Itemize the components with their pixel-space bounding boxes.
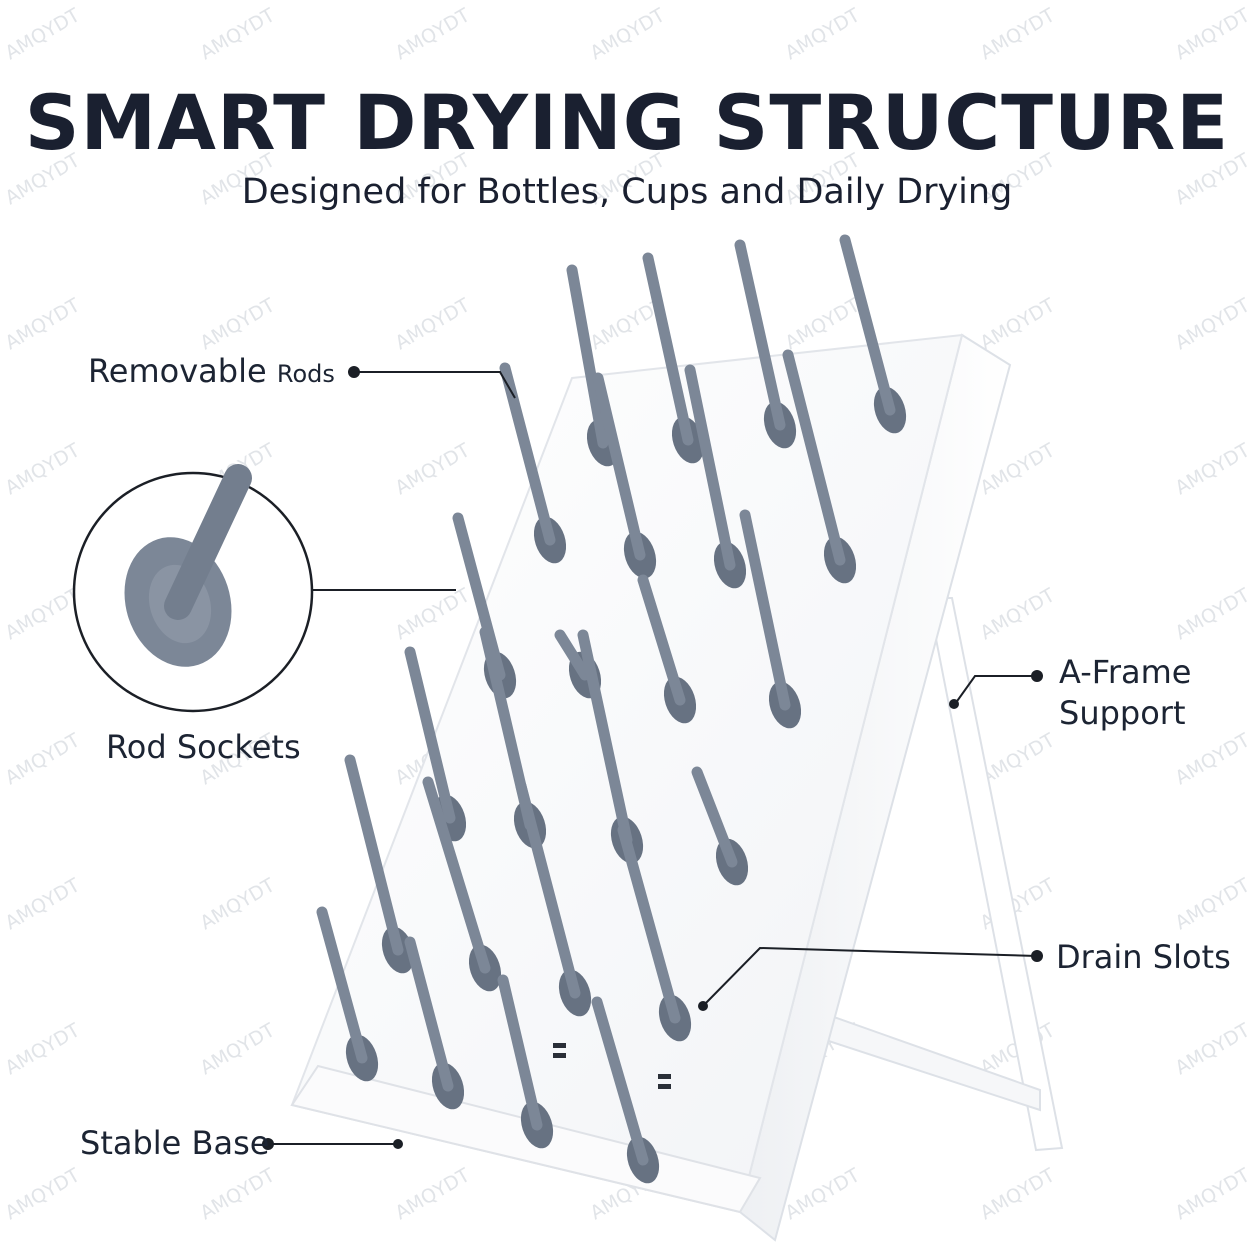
rod-shaft xyxy=(404,646,456,824)
watermark-text: AMQYDT xyxy=(2,4,85,64)
page-title: SMART DRYING STRUCTURE xyxy=(24,78,1230,167)
watermark-text: AMQYDT xyxy=(197,1019,280,1079)
rod-shaft xyxy=(591,996,649,1166)
watermark-text: AMQYDT xyxy=(197,874,280,934)
watermark-text: AMQYDT xyxy=(392,584,475,644)
drying-rod xyxy=(591,996,660,1184)
drying-rod xyxy=(404,936,465,1110)
watermark-text: AMQYDT xyxy=(197,1164,280,1224)
drying-rod xyxy=(422,776,502,992)
watermark-text: AMQYDT xyxy=(1172,1019,1254,1079)
rod-shaft xyxy=(782,349,846,566)
removable-rods-leader xyxy=(355,371,516,399)
watermark-text: AMQYDT xyxy=(2,439,85,499)
drying-rod xyxy=(642,252,705,464)
watermark-text: AMQYDT xyxy=(392,1164,475,1224)
rod-shaft xyxy=(577,629,633,846)
removable-rods-label: Removable Rods xyxy=(88,350,335,395)
drying-rod xyxy=(734,239,797,449)
watermark-text: AMQYDT xyxy=(977,1164,1060,1224)
watermark-text: AMQYDT xyxy=(782,4,865,64)
drying-rod xyxy=(515,780,592,1017)
watermark-text: AMQYDT xyxy=(977,584,1060,644)
drying-rod xyxy=(499,362,567,564)
watermark-text: AMQYDT xyxy=(2,1164,85,1224)
rod-sockets-label: Rod Sockets xyxy=(106,728,301,766)
rod-shaft xyxy=(734,239,786,431)
drying-rod xyxy=(684,364,747,589)
watermark-text: AMQYDT xyxy=(1172,439,1254,499)
drying-rod xyxy=(617,824,692,1042)
watermark-text: AMQYDT xyxy=(197,4,280,64)
drying-rod xyxy=(316,906,379,1082)
rod-shaft xyxy=(566,264,609,449)
drain-slots-leader xyxy=(702,946,1038,1007)
drain-slots xyxy=(553,1043,671,1089)
drying-rod xyxy=(497,974,554,1149)
watermark-text: AMQYDT xyxy=(1172,584,1254,644)
rod-shaft xyxy=(839,234,896,416)
rod-shaft xyxy=(316,906,368,1064)
rod-shaft xyxy=(497,974,543,1131)
watermark-text: AMQYDT xyxy=(2,729,85,789)
watermark-text: AMQYDT xyxy=(197,294,280,354)
rod-shaft xyxy=(617,824,681,1024)
rod-shaft xyxy=(684,364,736,571)
drying-rod xyxy=(637,574,697,724)
rod-shaft xyxy=(554,629,591,681)
watermark-text: AMQYDT xyxy=(1172,1164,1254,1224)
a-frame-leader xyxy=(954,675,1037,705)
watermark-text: AMQYDT xyxy=(1172,729,1254,789)
watermark-text: AMQYDT xyxy=(2,294,85,354)
rod-shaft xyxy=(499,362,556,546)
watermark-text: AMQYDT xyxy=(977,294,1060,354)
rod-shaft xyxy=(344,754,404,956)
removable-rods-label-main: Removable xyxy=(88,352,267,390)
leader-dots xyxy=(262,366,1043,1150)
watermark-text: AMQYDT xyxy=(2,874,85,934)
watermark-text: AMQYDT xyxy=(392,4,475,64)
a-frame-support-label-line2: Support xyxy=(1059,694,1186,732)
watermark-text: AMQYDT xyxy=(782,294,865,354)
rod-shaft xyxy=(691,766,738,868)
watermark-text: AMQYDT xyxy=(2,584,85,644)
watermark-text: AMQYDT xyxy=(392,294,475,354)
rod-shaft xyxy=(404,936,454,1092)
page-subtitle: Designed for Bottles, Cups and Daily Dry… xyxy=(241,172,1013,212)
leader-lines xyxy=(268,371,1038,1145)
stable-base-label: Stable Base xyxy=(80,1124,270,1162)
drying-rod xyxy=(592,372,657,579)
rod-shaft xyxy=(515,780,581,999)
rod-shaft xyxy=(592,372,646,561)
watermark-text: AMQYDT xyxy=(2,1019,85,1079)
watermark-text: AMQYDT xyxy=(977,4,1060,64)
removable-rods-label-suffix: Rods xyxy=(276,360,335,388)
drain-slots-label: Drain Slots xyxy=(1056,938,1231,976)
watermark-text: AMQYDT xyxy=(587,4,670,64)
rod-shaft xyxy=(739,509,791,711)
watermark-text: AMQYDT xyxy=(392,439,475,499)
drying-rod xyxy=(839,234,907,434)
watermark-text: AMQYDT xyxy=(977,439,1060,499)
drying-rod xyxy=(782,349,857,584)
drying-rod xyxy=(739,509,802,729)
rod-shaft xyxy=(637,574,686,706)
drying-rod xyxy=(691,766,749,886)
rod-shaft xyxy=(422,776,491,974)
rods-layer xyxy=(316,234,907,1184)
rod-shaft xyxy=(642,252,694,446)
watermark-text: AMQYDT xyxy=(1172,4,1254,64)
rod-sockets-zoom xyxy=(72,464,314,713)
watermark-text: AMQYDT xyxy=(1172,294,1254,354)
watermark-text: AMQYDT xyxy=(1172,874,1254,934)
a-frame-support-label-line1: A-Frame xyxy=(1059,653,1192,691)
